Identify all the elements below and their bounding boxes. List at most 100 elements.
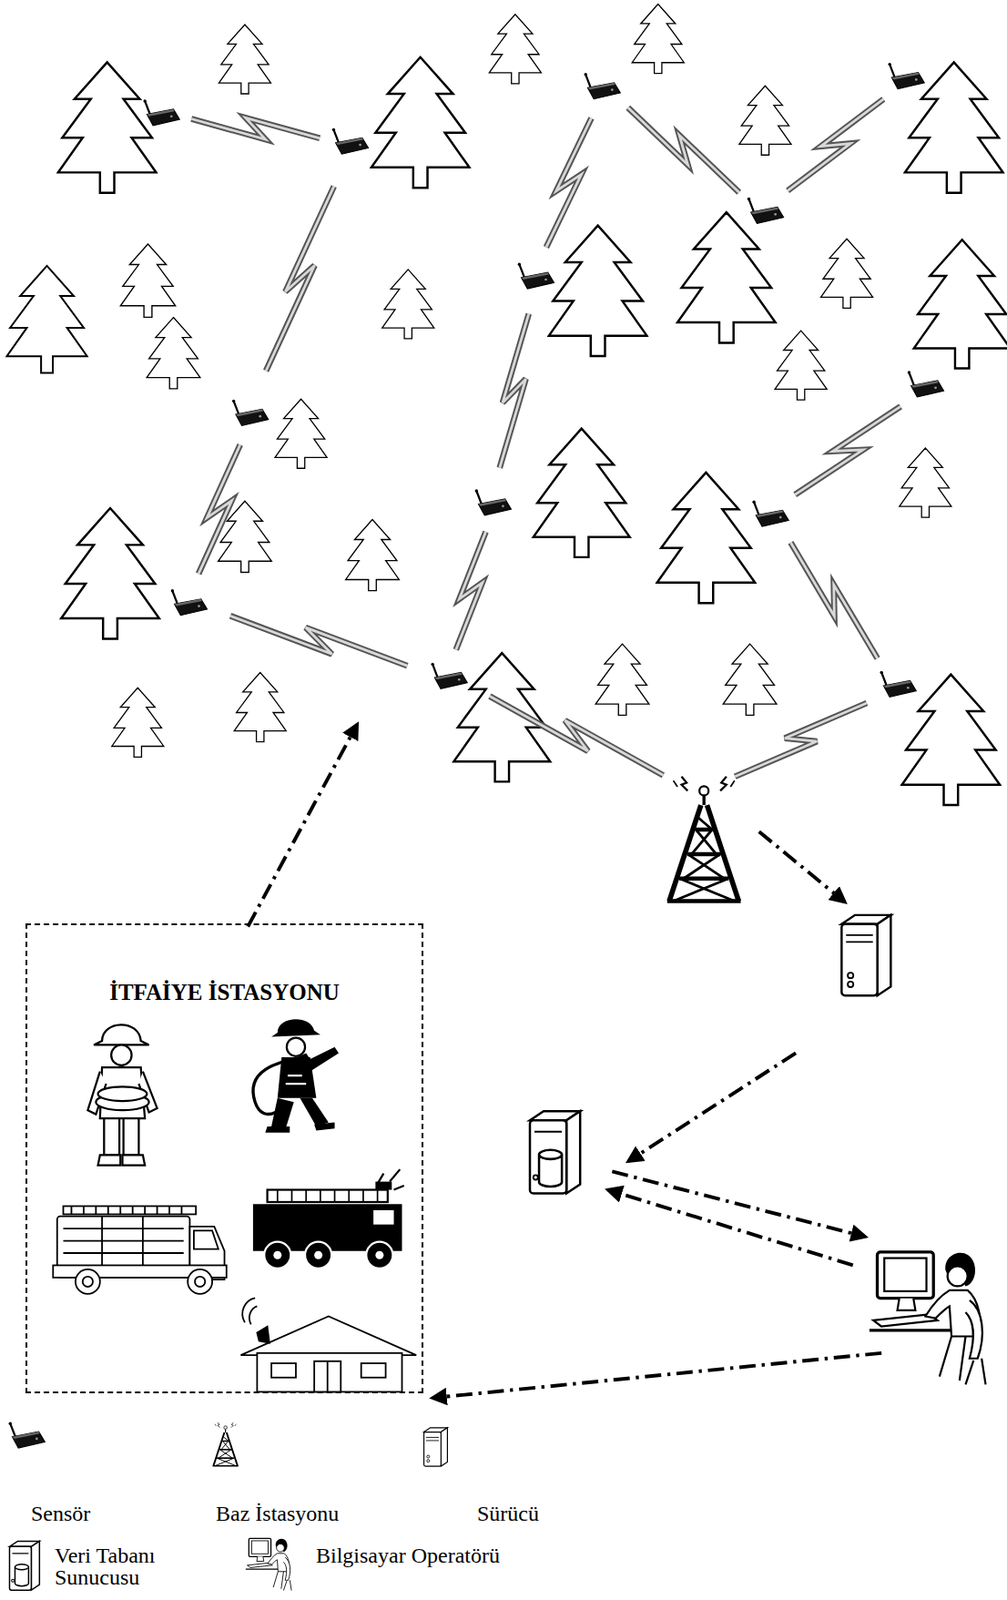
tree [6, 265, 87, 374]
data-flow-arrows [247, 724, 882, 1399]
wireless-link-outer [546, 118, 592, 248]
wireless-link-inner [456, 531, 487, 651]
wireless-link-inner [546, 118, 592, 248]
tree [233, 672, 286, 743]
tree [902, 674, 1001, 805]
wireless-link [489, 695, 663, 775]
wireless-link [734, 702, 867, 777]
wireless-link-outer [787, 99, 884, 192]
driver-server [841, 915, 891, 996]
wireless-link-outer [734, 702, 867, 777]
wireless-link [230, 615, 407, 666]
sensor-icon [907, 370, 945, 397]
wireless-link-inner [734, 702, 867, 777]
wireless-link-inner [499, 314, 529, 468]
computer-operator [869, 1251, 987, 1384]
tree [146, 317, 201, 389]
legend-sensor-icon [9, 1421, 46, 1448]
legend-label: Sensör [30, 1502, 141, 1525]
flow-arrow [608, 1190, 854, 1266]
wireless-link [265, 186, 335, 372]
firefighter-figure [87, 1024, 157, 1165]
sensor-icon [747, 197, 784, 224]
legend-server-icon [424, 1427, 448, 1466]
wireless-link-inner [794, 406, 901, 495]
tree [345, 518, 400, 590]
fire-station-box: İTFAİYE İSTASYONU [25, 923, 424, 1394]
tree [371, 57, 470, 188]
tree [533, 428, 631, 558]
wireless-link-inner [628, 107, 740, 193]
base-station-tower [667, 776, 742, 902]
legend-entry: Veri Tabanı Sunucusu [54, 1544, 172, 1588]
legend-tower-icon [213, 1422, 239, 1466]
wireless-link [456, 531, 487, 651]
wireless-link-outer [794, 406, 901, 495]
wireless-link-inner [787, 99, 884, 192]
wireless-link-outer [790, 542, 877, 659]
legend-label: Sürücü [477, 1502, 587, 1525]
wireless-link-inner [230, 615, 407, 666]
flow-arrow [759, 831, 845, 902]
wireless-link-outer [499, 314, 529, 468]
wireless-link [499, 314, 529, 468]
legend-entry: Bilgisayar Operatörü [315, 1544, 590, 1567]
node-heading: İTFAİYE İSTASYONU [109, 979, 340, 1006]
tree [488, 14, 541, 84]
tree [218, 24, 271, 94]
sensor-icon [171, 589, 208, 616]
tree [274, 398, 327, 468]
sensor-icon [430, 662, 468, 690]
wireless-link-inner [489, 695, 663, 775]
tree [821, 238, 874, 308]
wireless-link-outer [265, 186, 335, 372]
legend-database-icon [9, 1540, 40, 1590]
legend-operator-icon [245, 1537, 292, 1590]
tree [722, 643, 777, 715]
wireless-link-inner [198, 444, 241, 574]
legend-entry: Sensör [30, 1502, 141, 1525]
wireless-link [787, 99, 884, 192]
legend-label: Baz İstasyonu [215, 1502, 398, 1525]
tree [61, 508, 160, 639]
legend-entry: Sürücü [477, 1502, 587, 1525]
flow-arrow [247, 724, 357, 927]
flow-arrow [611, 1170, 865, 1237]
wireless-link-outer [230, 615, 407, 666]
sensor-icon [752, 500, 789, 528]
station-building [240, 1297, 417, 1392]
wireless-link [191, 117, 320, 140]
tree [58, 61, 157, 193]
wireless-link [790, 542, 877, 659]
sensor-icon [518, 263, 555, 290]
wireless-link-outer [628, 107, 740, 193]
flow-arrow [628, 1052, 796, 1161]
wireless-link-outer [489, 695, 663, 775]
tree [111, 687, 164, 757]
wireless-link [546, 118, 592, 248]
wireless-link-outer [191, 117, 320, 140]
fire-station-illustration [52, 1018, 417, 1392]
tree [914, 239, 1007, 368]
tree [549, 225, 648, 357]
sensor-icon [332, 128, 369, 155]
wireless-link-inner [790, 542, 877, 659]
fire-engine-black [253, 1169, 405, 1269]
legend-entry: Baz İstasyonu [215, 1502, 398, 1525]
wireless-link [794, 406, 901, 495]
tree [595, 643, 650, 715]
tree-group [6, 4, 1007, 806]
legend-label: Bilgisayar Operatörü [315, 1544, 590, 1567]
tree [899, 447, 952, 518]
legend-label: Veri Tabanı Sunucusu [54, 1544, 172, 1588]
tree [453, 652, 550, 782]
tree [739, 85, 792, 155]
tree [120, 244, 175, 317]
wireless-link [198, 444, 241, 574]
sensor-icon [887, 62, 925, 90]
sensor-icon [475, 488, 512, 516]
database-server [529, 1110, 580, 1193]
wireless-link-outer [456, 531, 487, 651]
